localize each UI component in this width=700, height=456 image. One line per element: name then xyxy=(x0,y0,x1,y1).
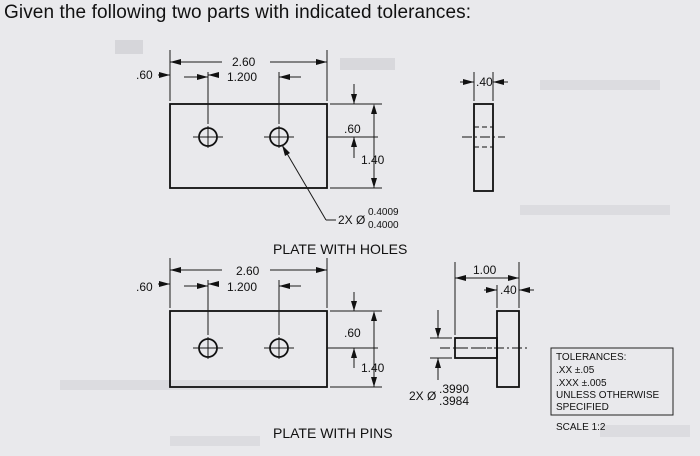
tolerance-block: TOLERANCES: .XX ±.05 .XXX ±.005 UNLESS O… xyxy=(550,347,674,416)
holes-length-dim: 2.60 xyxy=(232,55,256,69)
tolerance-title: TOLERANCES: xyxy=(556,352,626,363)
scale-label: SCALE 1:2 xyxy=(556,422,606,433)
plate-with-pins-drawing: 2.60 1.200 .60 .60 1.40 PLATE WITH PINS xyxy=(136,258,534,441)
holes-top-offset-dim: .60 xyxy=(344,122,361,136)
holes-plate-outline xyxy=(169,103,328,189)
tolerance-line-xx: .XX ±.05 xyxy=(556,365,595,376)
holes-height-dim: 1.40 xyxy=(361,153,385,167)
pins-spacing-dim: 1.200 xyxy=(227,280,257,294)
question-text: Given the following two parts with indic… xyxy=(4,2,472,23)
tolerance-line-xxx: .XXX ±.005 xyxy=(556,378,607,389)
pins-thickness-dim: .40 xyxy=(500,283,517,297)
pin-length-dim: 1.00 xyxy=(473,263,497,277)
pins-top-offset-dim: .60 xyxy=(344,326,361,340)
pins-plate-outline xyxy=(169,310,328,388)
pin-tolerance-upper: .3990 xyxy=(439,382,469,396)
hole-tolerance-upper: 0.4009 xyxy=(368,207,399,218)
tolerance-line-unless: UNLESS OTHERWISE xyxy=(556,390,659,401)
holes-spacing-dim: 1.200 xyxy=(227,70,257,84)
plate-with-holes-drawing: 2.60 1.200 .60 .60 1.40 2X Ø 0.4009 0.40… xyxy=(136,50,508,257)
pins-left-offset-dim: .60 xyxy=(136,280,153,294)
pins-plate-side-view xyxy=(496,310,520,388)
holes-thickness-dim: .40 xyxy=(476,75,493,89)
pins-height-dim: 1.40 xyxy=(361,361,385,375)
pin-tolerance-lower: .3984 xyxy=(439,394,469,408)
hole-tolerance-lower: 0.4000 xyxy=(368,220,399,231)
pin-callout-prefix: 2X Ø xyxy=(409,389,436,403)
pins-length-dim: 2.60 xyxy=(236,264,260,278)
hole-callout-prefix: 2X Ø xyxy=(338,213,365,227)
tolerance-line-specified: SPECIFIED xyxy=(556,402,609,413)
holes-plate-title: PLATE WITH HOLES xyxy=(273,241,407,257)
pins-plate-title: PLATE WITH PINS xyxy=(273,425,393,441)
holes-left-offset-dim: .60 xyxy=(136,68,153,82)
bleed-through-marks xyxy=(60,40,690,446)
